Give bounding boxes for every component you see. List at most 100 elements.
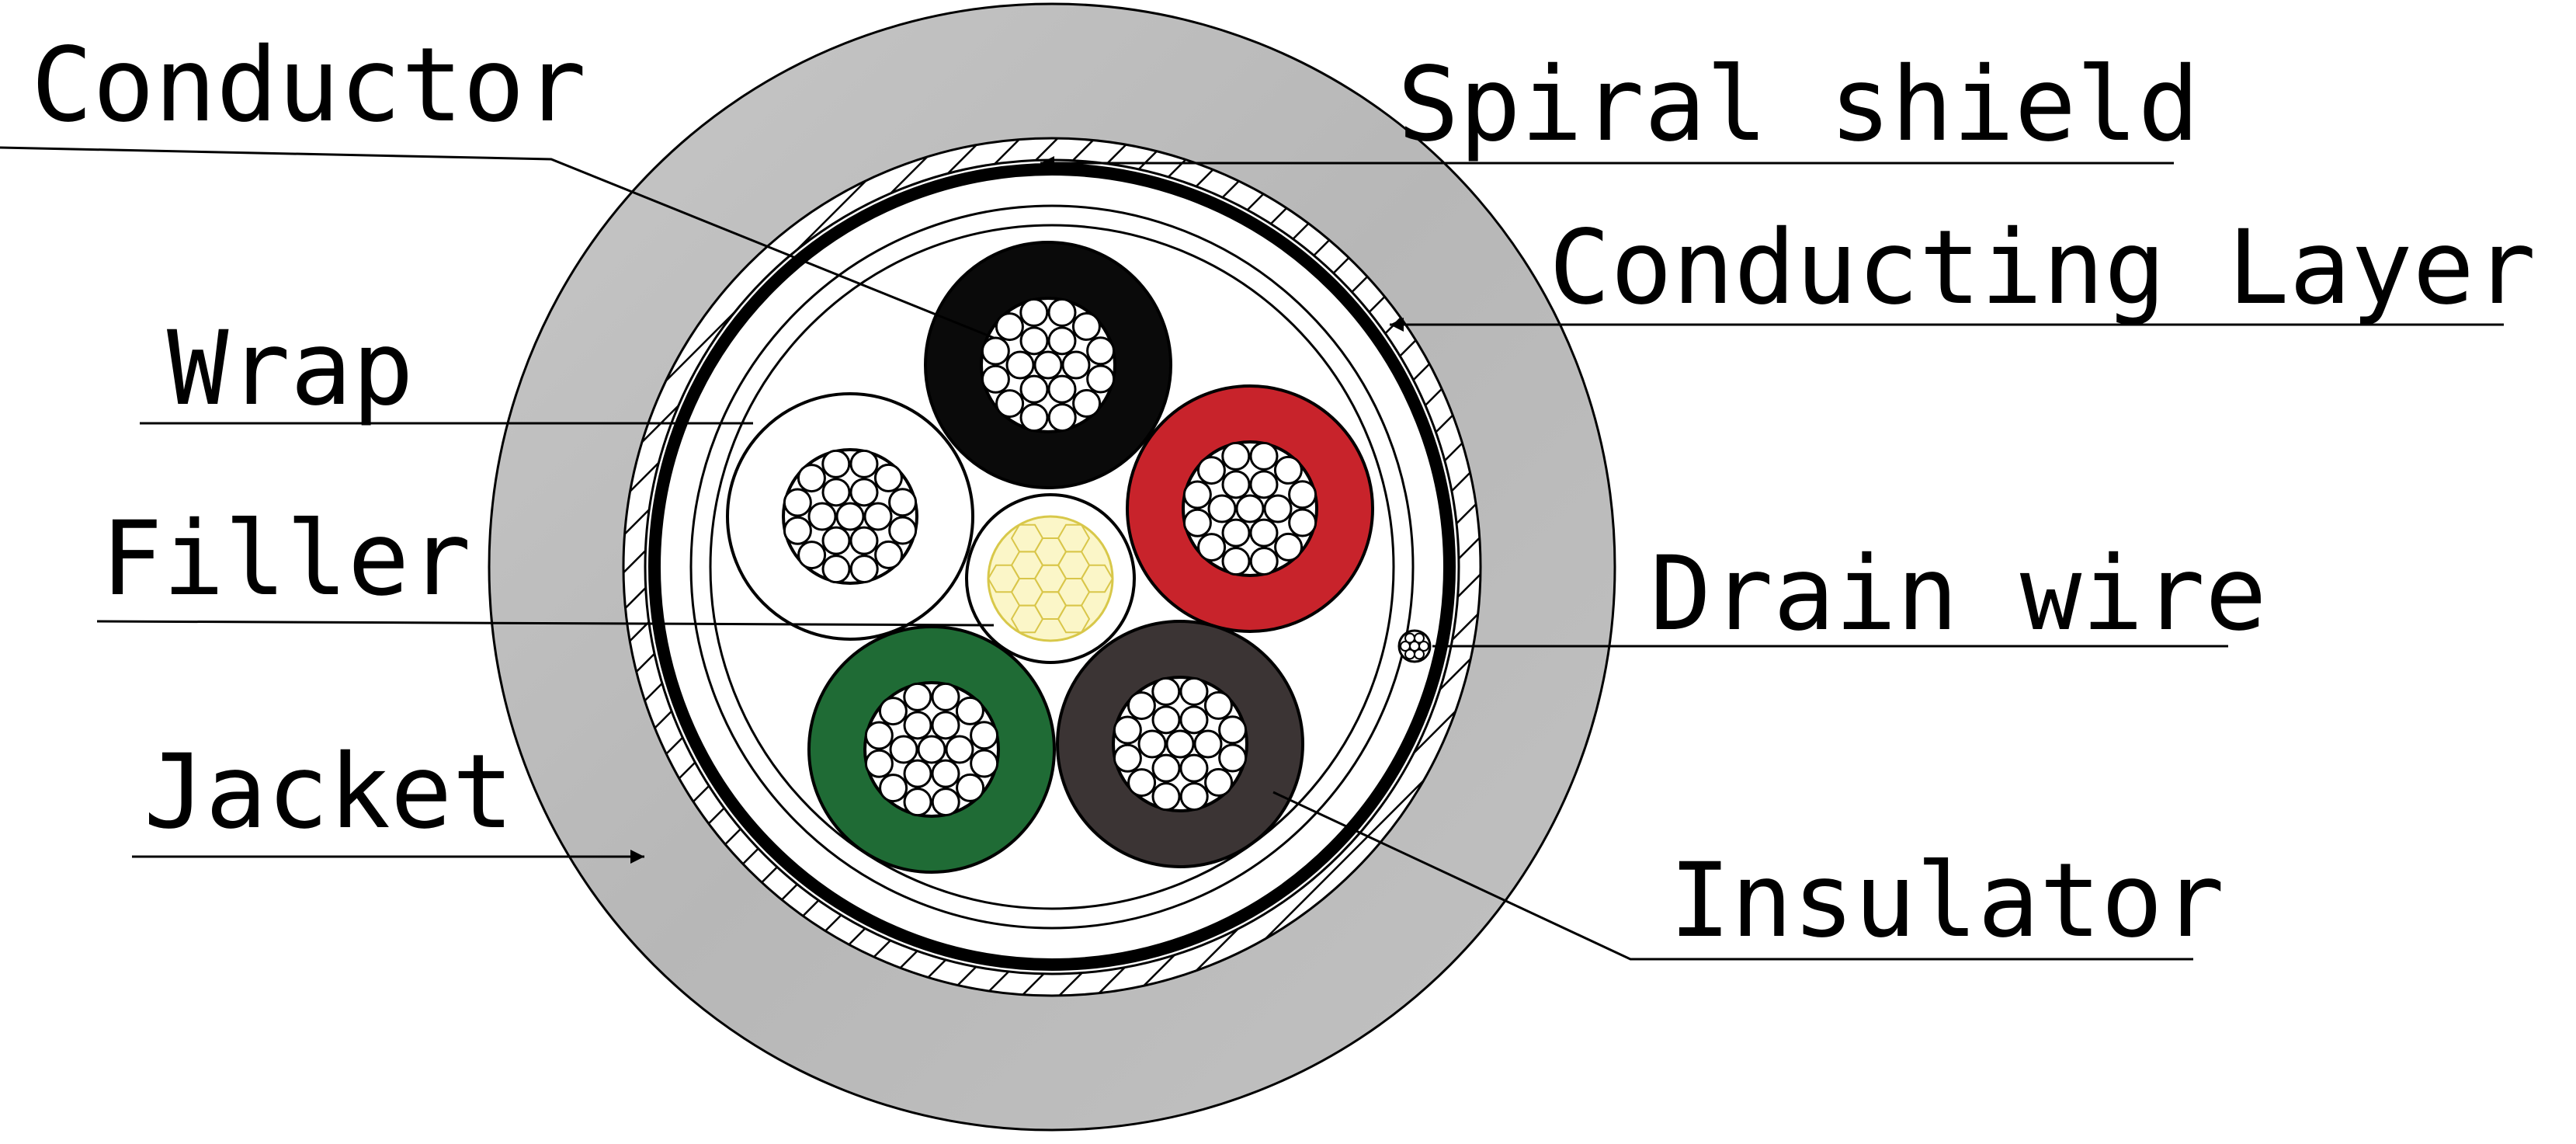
conductor-strand [917, 735, 946, 764]
conductor-strand [1182, 508, 1212, 537]
conductor-strand [821, 555, 851, 584]
conductor-strand [821, 526, 851, 555]
leader-conductor [0, 146, 995, 339]
conductor-strand [1019, 297, 1049, 327]
conductor-strand [1061, 350, 1091, 380]
label-drain-wire: Drain wire [1650, 534, 2267, 654]
conductor-strand [1249, 547, 1279, 576]
conductor-strand [903, 711, 932, 740]
conductor-strand [835, 502, 865, 531]
conductor-strand [970, 721, 999, 750]
conductor-strand [1288, 480, 1318, 509]
conductor-strand [1273, 455, 1303, 485]
conductor-strand [1218, 743, 1248, 773]
conductor-strand [955, 696, 984, 725]
conductor-strand [1127, 691, 1156, 721]
conductor-strand [1047, 297, 1077, 327]
conductor-strand [849, 449, 879, 478]
drain-wire-strand [1404, 648, 1415, 660]
conductor-strand [1113, 743, 1142, 773]
conductor-strand [956, 773, 985, 802]
conductor-strand [903, 682, 932, 711]
conductor-strand [1218, 715, 1248, 745]
conductor-strand [1033, 350, 1063, 380]
conductor-strand [878, 697, 908, 726]
conductor-strand [931, 682, 960, 711]
conductor-strand [849, 526, 879, 555]
conductor-strand [888, 516, 918, 545]
leader-filler [96, 620, 995, 627]
conductor-strand [1249, 470, 1279, 499]
conductor-strand [1288, 508, 1318, 537]
conductor-strand [931, 711, 960, 740]
label-filler: Filler [101, 499, 471, 619]
drain-wire-strand [1414, 632, 1425, 644]
conductor-strand [1019, 326, 1049, 356]
conductor-strand [1207, 494, 1237, 523]
conductor-strand [1019, 374, 1049, 404]
conductor-strand [797, 464, 826, 493]
conductor-strand [1151, 676, 1181, 706]
label-insulator: Insulator [1669, 841, 2224, 961]
conductor-strand [1151, 753, 1181, 783]
label-spiral-shield: Spiral shield [1397, 45, 2199, 165]
conductor-strand [1086, 336, 1116, 366]
conductor-strand [1182, 480, 1212, 509]
conductor-strand [1137, 729, 1167, 759]
conductor-strand [1249, 441, 1279, 471]
conductor-strand [931, 788, 960, 817]
drain-wire [1397, 629, 1432, 663]
conductor-strand [1197, 533, 1227, 562]
conductor-strand [1196, 456, 1226, 485]
label-wrap: Wrap [167, 309, 414, 429]
conductor-strand [1221, 518, 1251, 548]
label-jacket: Jacket [144, 732, 514, 852]
conductor-strand [1019, 403, 1049, 433]
conductor-strand [863, 502, 893, 531]
conductor-strand [889, 735, 918, 764]
conductor-strand [1203, 690, 1233, 720]
conductor-strand [1193, 729, 1223, 759]
conductor-strand [783, 516, 812, 545]
conductor-strand [1221, 470, 1251, 499]
conductor-strand [1235, 494, 1265, 523]
conductor-strand [1221, 441, 1251, 471]
conductor-strand [864, 721, 894, 750]
conductor-strand [821, 478, 851, 507]
conductor-strand [1086, 364, 1116, 394]
conductor-strand [849, 555, 879, 584]
label-conducting-layer: Conducting Layer [1549, 208, 2536, 328]
conductor-strand [1151, 782, 1181, 812]
leader-insulator [1272, 791, 2193, 961]
conductor-strand [1165, 729, 1195, 759]
conductor-strand [1151, 705, 1181, 735]
conductor-strand [864, 749, 894, 778]
conductor-strand [903, 759, 932, 788]
conductor-strand [1179, 676, 1209, 706]
conductor-strand [1221, 547, 1251, 576]
conductor-strand [995, 389, 1025, 419]
conductor-strand [1179, 753, 1209, 783]
conductor-strand [1047, 374, 1077, 404]
filler-hex-pattern [987, 523, 1114, 634]
conductor-strand [783, 488, 812, 517]
conductor-strand [1005, 350, 1035, 380]
conductor-strand [873, 463, 903, 492]
conductor-strand [849, 478, 879, 507]
leader-lines [0, 146, 2504, 961]
conductor-strand [1204, 767, 1234, 797]
conductor-strand [1274, 532, 1304, 562]
conductor-strand [970, 749, 999, 778]
conductor-strand [1179, 782, 1209, 812]
conductor-strand [981, 364, 1010, 394]
conductor-strand [821, 449, 851, 478]
conductor-strands [782, 297, 1318, 818]
conductor-strand [1249, 518, 1279, 548]
conductor-strand [874, 540, 904, 569]
conductor-strand [1071, 311, 1101, 341]
conductor-strand [1047, 326, 1077, 356]
conductor-strand [1127, 768, 1157, 798]
conductor-strand [888, 488, 918, 517]
conductor-strand [879, 774, 908, 803]
